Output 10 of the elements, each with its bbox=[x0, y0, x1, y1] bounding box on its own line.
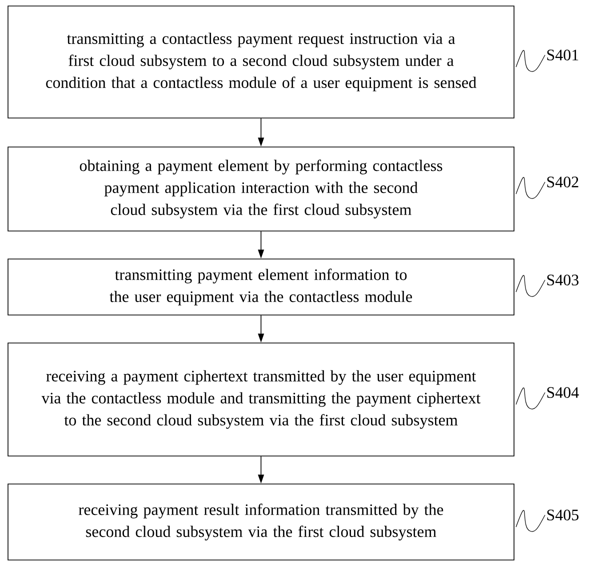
process-box: transmitting payment element information to the user equipment via the contactless module bbox=[8, 258, 514, 316]
step-label: S405 bbox=[516, 510, 578, 532]
step-label: S401 bbox=[516, 50, 578, 72]
process-box: receiving a payment ciphertext transmitted by the user equipment via the contactless module and transmitting the payment ciphertext to the second cloud subsystem via the first cloud subsystem bbox=[8, 342, 514, 456]
process-box: receiving payment result information transmitted by the second cloud subsystem via the first cloud subsystem bbox=[8, 484, 514, 560]
step-label: S403 bbox=[516, 274, 578, 297]
step-label: S404 bbox=[516, 387, 579, 410]
process-box: transmitting a contactless payment request instruction via a first cloud subsystem to a second cloud subsystem under a condition that a contactless module of a user equipment is sensed bbox=[8, 6, 514, 118]
process-box: obtaining a payment element by performing contactless payment application interaction with the second cloud subsystem via the first cloud subsystem bbox=[8, 146, 514, 232]
step-label: S402 bbox=[516, 176, 578, 199]
